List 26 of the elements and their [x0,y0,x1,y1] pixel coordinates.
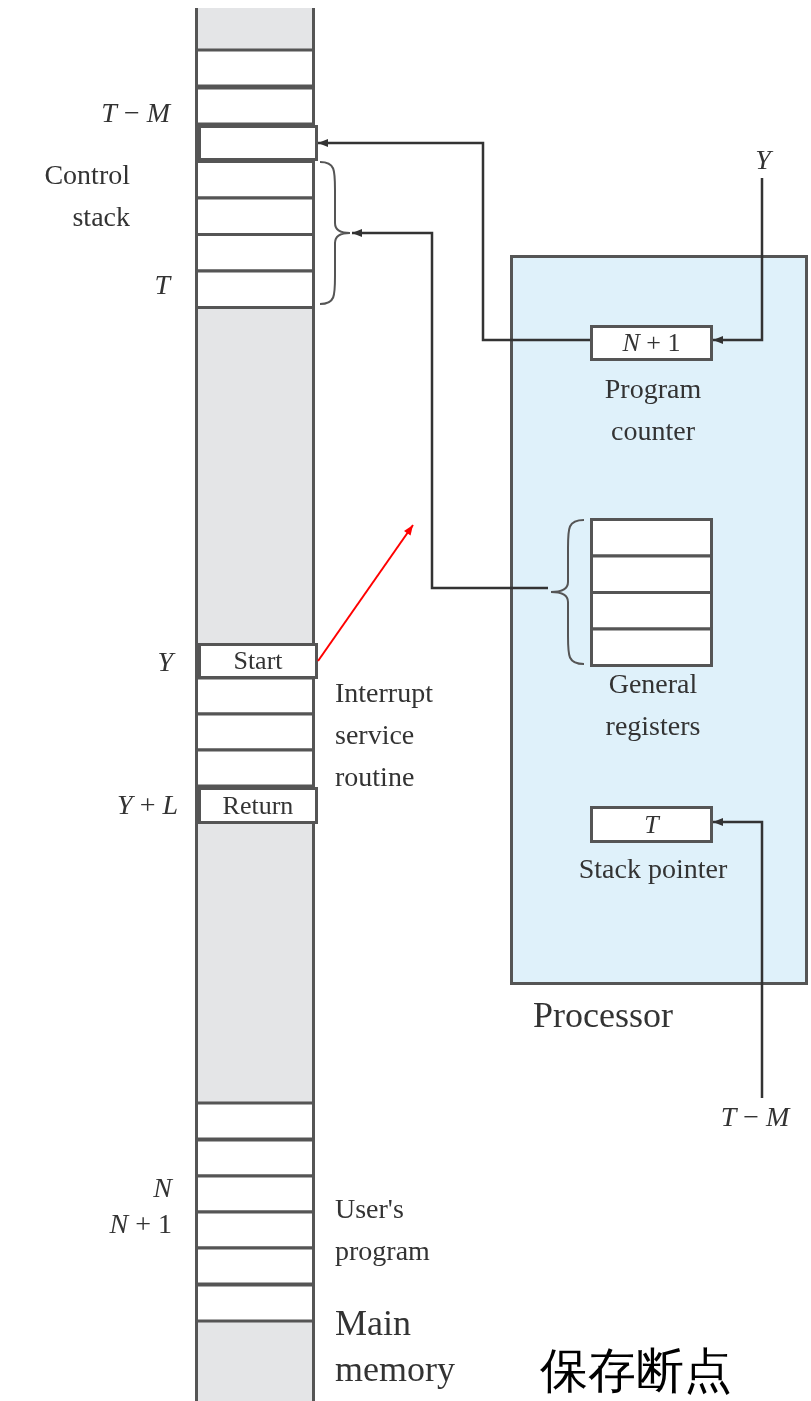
memory-label: Main memory [335,1302,456,1391]
register-label: Stack pointer [577,852,729,886]
annotation-text: 保存断点 [540,1341,733,1400]
stack-cell [198,125,318,161]
address-label: T [153,268,170,302]
address-label: Y [748,142,778,178]
address-label: T − M [100,96,170,130]
arrow [713,818,764,1098]
address-label: Y + L [116,788,178,822]
stack-pointer-register: T [590,806,713,843]
processor-label: Processor [533,994,674,1037]
program-counter-register: N + 1 [590,325,713,361]
address-label: N + 1 [108,1207,172,1241]
arrow [713,178,764,344]
arrow [318,139,590,342]
arrow [317,524,414,662]
register-label: Program counter [603,372,703,448]
memory-cell: Return [198,787,318,824]
register-label: General registers [604,667,702,743]
routine-label: Interrupt service routine [335,676,434,794]
stack-label: Control stack [43,158,130,234]
address-label: T − M [700,1098,810,1136]
program-label: User's program [335,1192,431,1268]
address-label: N [152,1171,172,1205]
memory-cell: Start [198,643,318,679]
arrow [352,229,548,590]
